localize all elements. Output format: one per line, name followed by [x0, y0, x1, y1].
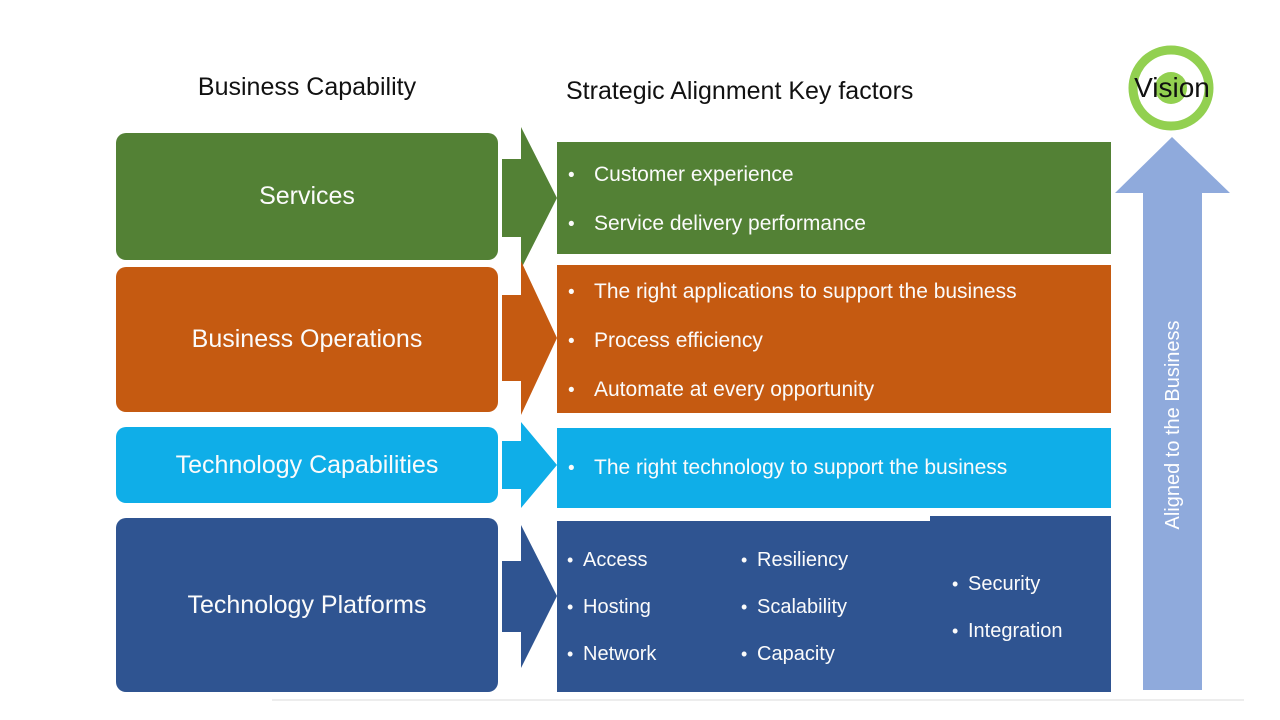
- bullet-item: Process efficiency: [568, 326, 1111, 357]
- arrow-shape: [502, 261, 557, 415]
- capability-box-technology-capabilities: Technology Capabilities: [116, 427, 498, 503]
- bullet-item: Scalability: [741, 593, 926, 621]
- arrow-shape: [502, 525, 557, 668]
- right-arrow-technology-platforms: [502, 525, 557, 668]
- bullet-item: Service delivery performance: [568, 209, 1111, 240]
- bullet-item: Access: [567, 546, 739, 574]
- bullet-text: Hosting: [583, 595, 651, 618]
- aligned-to-business-label: Aligned to the Business: [1162, 320, 1184, 530]
- capability-box-services: Services: [116, 133, 498, 260]
- bullet-text: Service delivery performance: [594, 212, 866, 235]
- vision-target-icon: [1128, 45, 1214, 131]
- bullet-item: Customer experience: [568, 160, 1111, 191]
- bullet-text: Resiliency: [757, 548, 849, 571]
- capability-box-technology-platforms: Technology Platforms: [116, 518, 498, 692]
- bullet-item: Capacity: [741, 640, 926, 668]
- bullet-text: Process efficiency: [594, 329, 763, 352]
- bullet-text: Scalability: [757, 595, 848, 618]
- slide-bottom-divider: [272, 699, 1244, 701]
- vision-outer-ring: [1128, 45, 1214, 131]
- platform-column-3: Security Integration: [952, 522, 1107, 693]
- aligned-up-arrow: [1115, 137, 1230, 690]
- bullet-item: The right applications to support the bu…: [568, 277, 1111, 308]
- bullet-text: Automate at every opportunity: [594, 378, 875, 401]
- bullet-text: The right applications to support the bu…: [594, 280, 1017, 303]
- bullet-text: Integration: [968, 620, 1063, 642]
- factors-box-services: Customer experience Service delivery per…: [557, 142, 1111, 254]
- right-arrow-business-operations: [502, 261, 557, 415]
- platform-column-2: Resiliency Scalability Capacity: [741, 521, 926, 692]
- capability-label: Technology Platforms: [187, 590, 427, 619]
- factors-box-technology-capabilities: The right technology to support the busi…: [557, 428, 1111, 508]
- bullet-item: The right technology to support the busi…: [568, 453, 1111, 484]
- arrow-shape: [502, 422, 557, 508]
- bullet-text: Network: [583, 642, 657, 665]
- bullet-item: Hosting: [567, 593, 739, 621]
- column-header-strategic-alignment: Strategic Alignment Key factors: [566, 77, 914, 105]
- vision-label: Vision: [1134, 72, 1210, 103]
- right-arrow-technology-capabilities: [502, 422, 557, 508]
- capability-label: Technology Capabilities: [175, 450, 439, 479]
- bullet-text: Customer experience: [594, 163, 794, 186]
- bullet-text: Access: [583, 548, 648, 571]
- factors-box-business-operations: The right applications to support the bu…: [557, 265, 1111, 413]
- arrow-shape: [502, 127, 557, 269]
- bullet-item: Automate at every opportunity: [568, 375, 1111, 406]
- capability-label: Services: [259, 182, 355, 210]
- bullet-text: Security: [968, 573, 1041, 595]
- right-arrow-services: [502, 127, 557, 269]
- bullet-item: Resiliency: [741, 546, 926, 574]
- bullet-item: Integration: [952, 617, 1107, 645]
- bullet-text: The right technology to support the busi…: [594, 455, 1008, 479]
- bullet-item: Network: [567, 640, 739, 668]
- bullet-item: Security: [952, 570, 1107, 598]
- up-arrow-shape: [1115, 137, 1230, 690]
- bullet-text: Capacity: [757, 642, 835, 665]
- platform-column-1: Access Hosting Network: [567, 521, 739, 692]
- capability-box-business-operations: Business Operations: [116, 267, 498, 412]
- capability-label: Business Operations: [191, 325, 423, 353]
- column-header-business-capability: Business Capability: [197, 73, 417, 101]
- vision-inner-dot: [1155, 72, 1187, 104]
